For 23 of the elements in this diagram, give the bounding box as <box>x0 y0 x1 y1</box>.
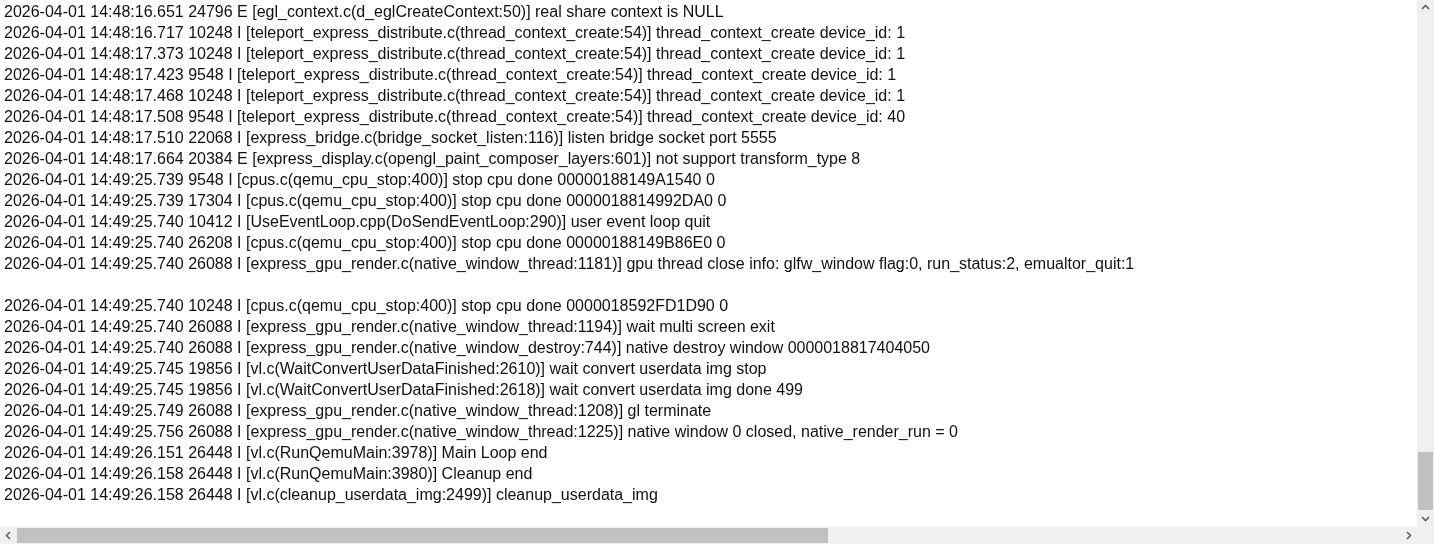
log-line: 2026-04-01 14:49:25.740 10248 I [cpus.c(qemu_cpu_stop:400)] stop cpu done 0000018592FD1D90 0 <box>4 296 729 316</box>
log-line: 2026-04-01 14:48:16.651 24796 E [egl_context.c(d_eglCreateContext:50)] real share context is NULL <box>4 2 724 22</box>
log-line: 2026-04-01 14:48:17.510 22068 I [express_bridge.c(bridge_socket_listen:116)] listen bridge socket port 5555 <box>4 128 777 148</box>
log-line: 2026-04-01 14:49:25.745 19856 I [vl.c(WaitConvertUserDataFinished:2618)] wait convert userdata img done 499 <box>4 380 803 400</box>
log-line: 2026-04-01 14:49:25.740 26208 I [cpus.c(qemu_cpu_stop:400)] stop cpu done 00000188149B86E0 0 <box>4 233 726 253</box>
log-line: 2026-04-01 14:48:17.423 9548 I [teleport_express_distribute.c(thread_context_create:54)] thread_context_create device_id: 1 <box>4 65 897 85</box>
log-line: 2026-04-01 14:49:25.745 19856 I [vl.c(WaitConvertUserDataFinished:2610)] wait convert userdata img stop <box>4 359 767 379</box>
log-line: 2026-04-01 14:49:25.740 10412 I [UseEventLoop.cpp(DoSendEventLoop:290)] user event loop quit <box>4 212 711 232</box>
log-line: 2026-04-01 14:48:17.468 10248 I [teleport_express_distribute.c(thread_context_create:54)] thread_context_create device_id: 1 <box>4 86 906 106</box>
log-line: 2026-04-01 14:49:25.739 9548 I [cpus.c(qemu_cpu_stop:400)] stop cpu done 00000188149A1540 0 <box>4 170 715 190</box>
log-line: 2026-04-01 14:49:25.749 26088 I [express_gpu_render.c(native_window_thread:1208)] gl terminate <box>4 401 712 421</box>
log-line: 2026-04-01 14:48:17.508 9548 I [teleport_express_distribute.c(thread_context_create:54)] thread_context_create device_id: 40 <box>4 107 906 127</box>
log-line: 2026-04-01 14:49:25.739 17304 I [cpus.c(qemu_cpu_stop:400)] stop cpu done 0000018814992DA0 0 <box>4 191 727 211</box>
log-line: 2026-04-01 14:48:16.717 10248 I [teleport_express_distribute.c(thread_context_create:54)] thread_context_create device_id: 1 <box>4 23 906 43</box>
log-line: 2026-04-01 14:48:17.373 10248 I [teleport_express_distribute.c(thread_context_create:54)] thread_context_create device_id: 1 <box>4 44 906 64</box>
log-line: 2026-04-01 14:49:26.151 26448 I [vl.c(RunQemuMain:3978)] Main Loop end <box>4 443 548 463</box>
log-line: 2026-04-01 14:49:26.158 26448 I [vl.c(RunQemuMain:3980)] Cleanup end <box>4 464 533 484</box>
log-line: 2026-04-01 14:49:26.158 26448 I [vl.c(cleanup_userdata_img:2499)] cleanup_userdata_img <box>4 485 658 505</box>
log-line: 2026-04-01 14:49:25.740 26088 I [express_gpu_render.c(native_window_thread:1194)] wait multi screen exit <box>4 317 775 337</box>
log-line: 2026-04-01 14:49:25.756 26088 I [express_gpu_render.c(native_window_thread:1225)] native window 0 closed, native_render_run = 0 <box>4 422 958 442</box>
log-line: 2026-04-01 14:49:25.740 26088 I [express_gpu_render.c(native_window_destroy:744)] native destroy window 0000018817404050 <box>4 338 930 358</box>
log-line: 2026-04-01 14:49:25.740 26088 I [express_gpu_render.c(native_window_thread:1181)] gpu thread close info: glfw_window flag:0, run_status:2, emualtor_quit:1 <box>4 254 1135 274</box>
log-line: 2026-04-01 14:48:17.664 20384 E [express_display.c(opengl_paint_composer_layers:601)] not support transform_type 8 <box>4 149 861 169</box>
